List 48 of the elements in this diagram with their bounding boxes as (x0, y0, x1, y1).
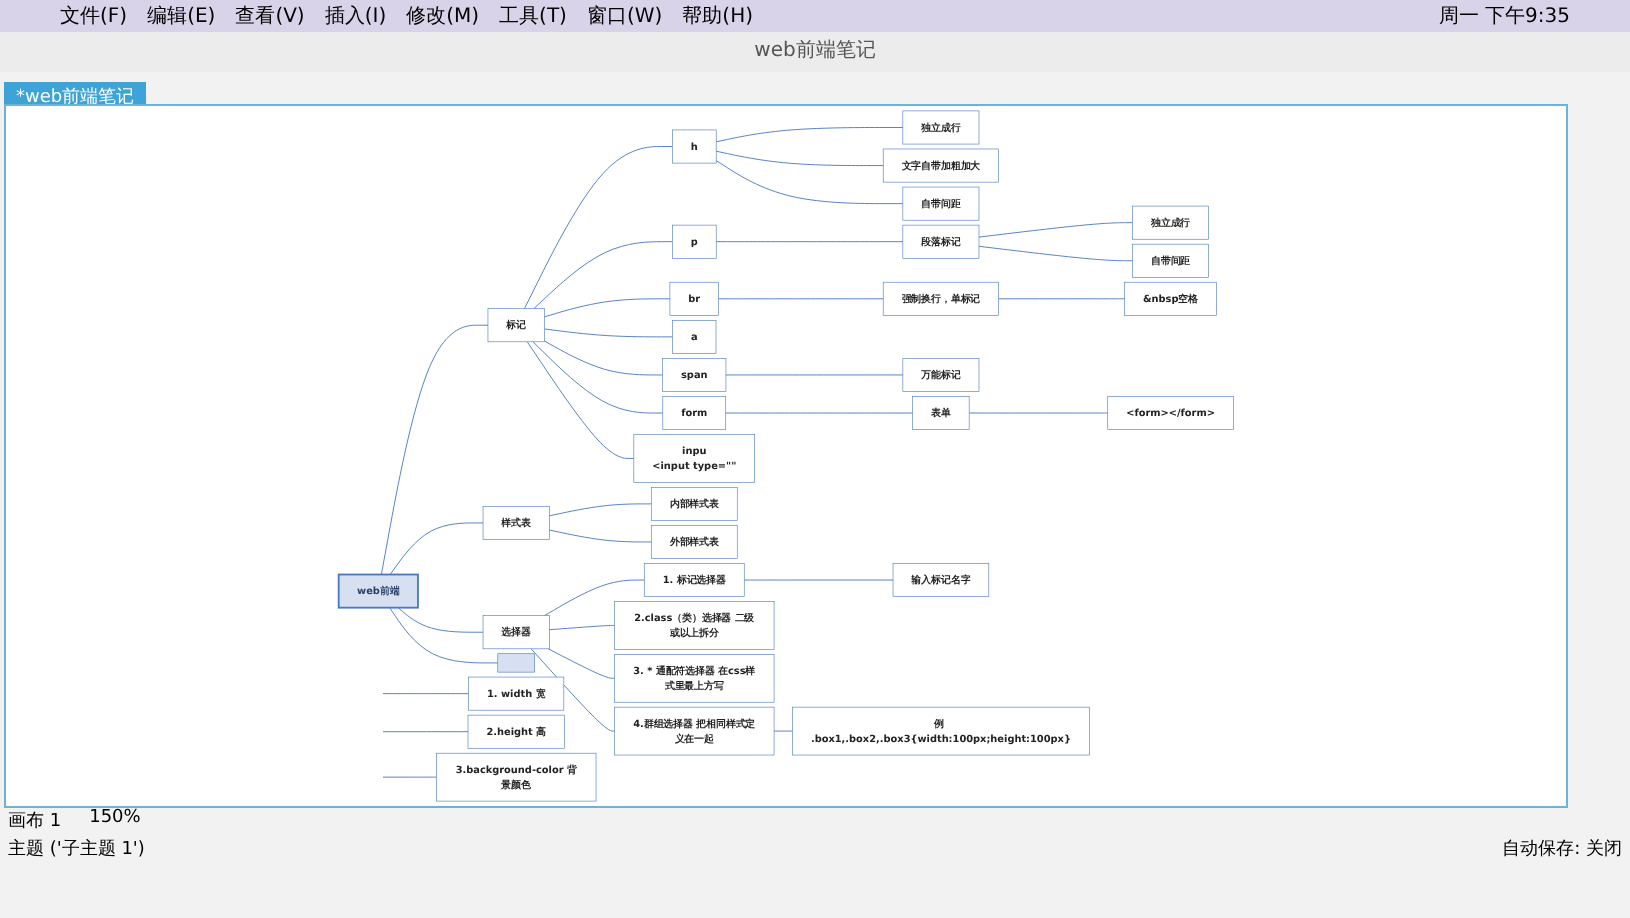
connector (530, 648, 615, 732)
connector (978, 222, 1133, 238)
connector (544, 579, 645, 617)
connector (715, 150, 884, 166)
connector (968, 412, 1109, 414)
menu-item: 窗口(W) (586, 3, 663, 30)
connector (548, 529, 652, 543)
connector (382, 731, 469, 733)
autosave-status: 自动保存: 关闭 (1502, 837, 1622, 862)
connector (524, 146, 673, 310)
connector (547, 648, 615, 679)
connector (532, 341, 664, 414)
connector (533, 241, 673, 310)
menu-item: 插入(I) (324, 3, 387, 30)
connector (978, 245, 1133, 262)
connector (718, 298, 884, 300)
menu-item: 编辑(E) (147, 3, 216, 30)
menu-item: 帮助(H) (682, 3, 753, 30)
zoom-level: 150% (89, 808, 141, 832)
connector (397, 607, 484, 633)
connector (548, 625, 615, 631)
connector (715, 160, 904, 205)
connector (526, 341, 635, 459)
connector (998, 298, 1125, 300)
connector (743, 579, 894, 581)
clock-text: 周一 下午9:35 (1438, 4, 1570, 30)
connector (715, 241, 904, 243)
connector (389, 522, 484, 575)
connector (389, 607, 499, 664)
connector (773, 730, 793, 732)
connector (548, 503, 652, 517)
connector (725, 412, 914, 414)
menu-item: 修改(M) (406, 4, 480, 30)
menu-item: 查看(V) (235, 3, 305, 30)
connector (382, 776, 437, 778)
node-box (497, 653, 535, 673)
status-text: 主题 ('子主题 1') (8, 837, 145, 862)
window-title: web前端笔记 (754, 40, 876, 62)
connector (544, 340, 664, 376)
connector (544, 298, 671, 318)
menu-item: 工具(T) (499, 4, 567, 30)
connector (715, 127, 904, 143)
connector (380, 324, 489, 575)
sheet-name: 画布 1 (8, 809, 62, 834)
menu-item: 文件(F) (60, 3, 128, 30)
connector (382, 693, 470, 695)
connector (544, 328, 673, 338)
connector (725, 374, 904, 376)
